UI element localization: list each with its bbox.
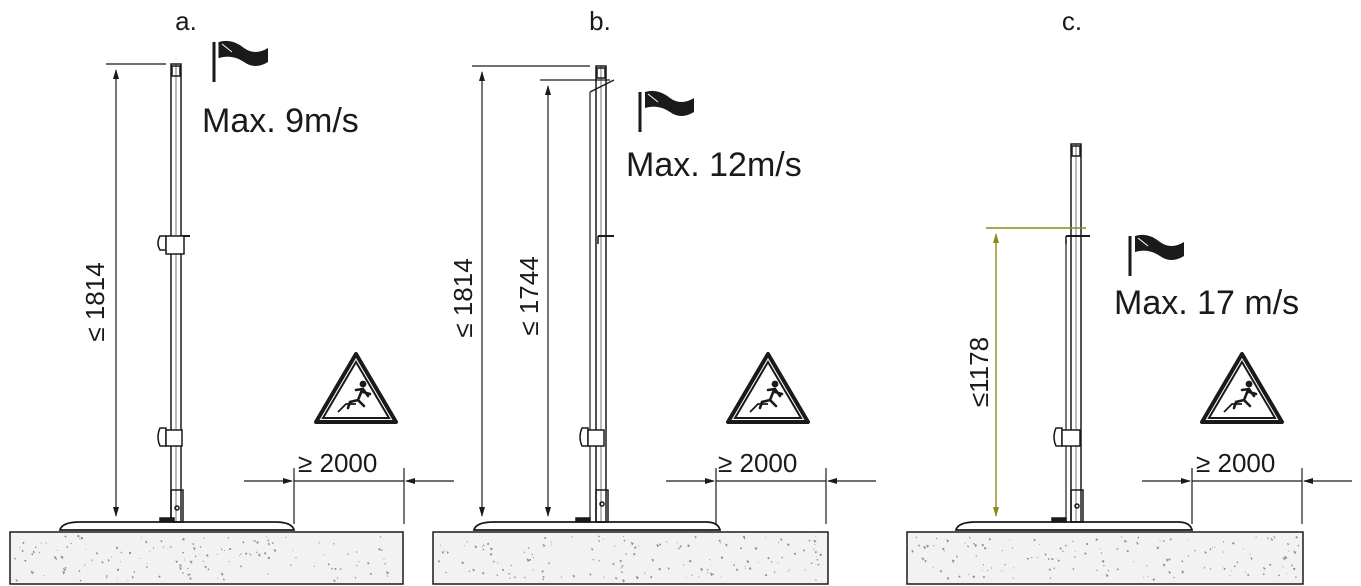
clearance-dimension (666, 468, 876, 524)
fall-hazard-warning-icon (314, 352, 398, 424)
height-label-outer: ≤ 1814 (448, 258, 478, 337)
clearance-label: ≥ 2000 (718, 448, 797, 478)
height-dimension (106, 63, 166, 517)
height-dimension (986, 227, 1086, 517)
clearance-dimension (244, 468, 454, 524)
panel-c: c. ≤1178 (906, 6, 1352, 585)
mast (159, 63, 190, 523)
panel-letter: c. (1062, 6, 1082, 36)
ground-slab (9, 531, 404, 585)
wind-speed-label: Max. 17 m/s (1114, 284, 1299, 322)
windsock-flag-icon (638, 90, 694, 132)
fall-hazard-warning-icon (1200, 352, 1284, 424)
ground-slab (432, 531, 829, 585)
windsock-flag-icon (1128, 234, 1184, 276)
fall-hazard-warning-icon (726, 352, 810, 424)
height-label: ≤1178 (964, 337, 994, 407)
base-plate (472, 521, 722, 531)
panel-letter: a. (175, 6, 197, 36)
windsock-flag-icon (212, 40, 268, 82)
base-plate (58, 521, 296, 531)
clamp-knob-upper (157, 235, 185, 255)
clamp-knob-lower (1053, 427, 1081, 447)
panel-letter: b. (589, 6, 611, 36)
ground-slab (906, 531, 1304, 585)
clamp-knob-lower (579, 427, 605, 447)
height-label-inner: ≤ 1744 (514, 256, 544, 335)
clearance-label: ≥ 2000 (298, 448, 377, 478)
wind-speed-label: Max. 9m/s (202, 102, 359, 140)
mast (1051, 143, 1090, 523)
height-label: ≤ 1814 (80, 262, 110, 341)
height-dimension-outer (472, 65, 590, 517)
clearance-label: ≥ 2000 (1196, 448, 1275, 478)
panel-b: b. ≤ 1814 (432, 6, 876, 585)
mast (575, 65, 615, 523)
height-dimension-inner (540, 79, 610, 517)
clearance-dimension (1142, 468, 1352, 524)
clamp-knob-lower (157, 427, 183, 447)
base-plate (954, 521, 1194, 531)
wind-speed-label: Max. 12m/s (626, 146, 802, 184)
panel-a: a. ≤ 1814 (9, 6, 454, 585)
